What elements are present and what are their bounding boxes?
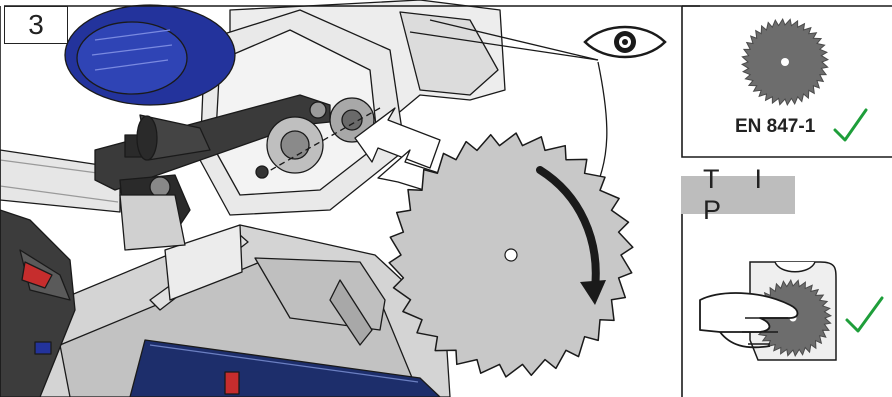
tip-tab: T I P: [681, 176, 795, 214]
blade-standard-label: EN 847-1: [735, 116, 815, 138]
step-number: 3: [28, 9, 44, 41]
step-number-box: 3: [4, 6, 68, 44]
hand-holding-blade-icon: [700, 262, 836, 360]
checkmark-icon: [835, 110, 866, 140]
checkmark-icon: [847, 298, 882, 331]
saw-blade-small-icon: [742, 19, 828, 105]
eye-icon: [585, 27, 665, 57]
